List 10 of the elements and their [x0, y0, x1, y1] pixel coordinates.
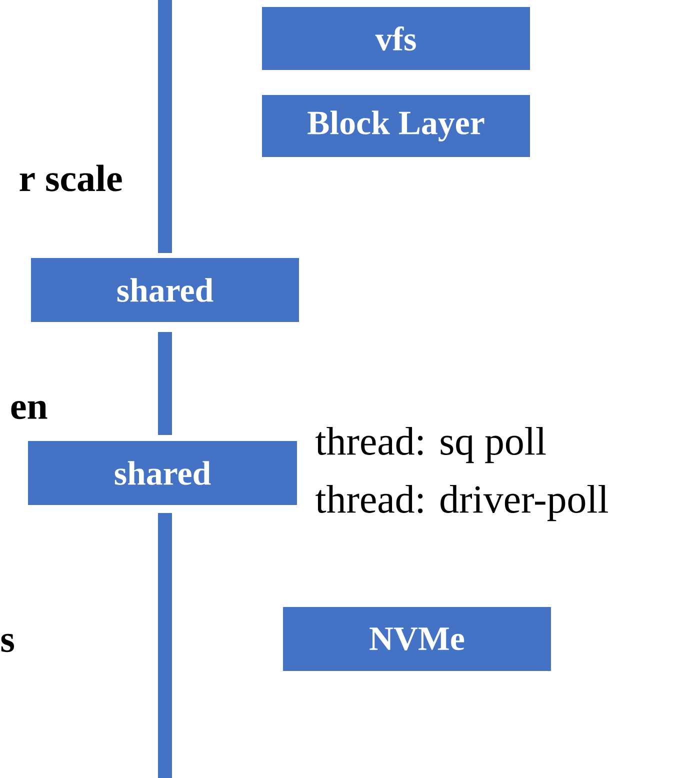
thread-note: thread: sq poll — [316, 426, 546, 464]
heading-fragment: en — [11, 400, 48, 420]
layer-box: vfs — [262, 7, 530, 70]
layer-box: Block Layer — [262, 95, 530, 157]
heading-fragment: s — [1, 634, 14, 652]
heading-fragment: r scale — [20, 164, 122, 192]
layer-box: NVMe — [283, 607, 551, 671]
thread-note: thread: driver-poll — [316, 484, 608, 522]
layer-box: shared — [31, 258, 299, 322]
layer-box: shared — [28, 441, 297, 505]
